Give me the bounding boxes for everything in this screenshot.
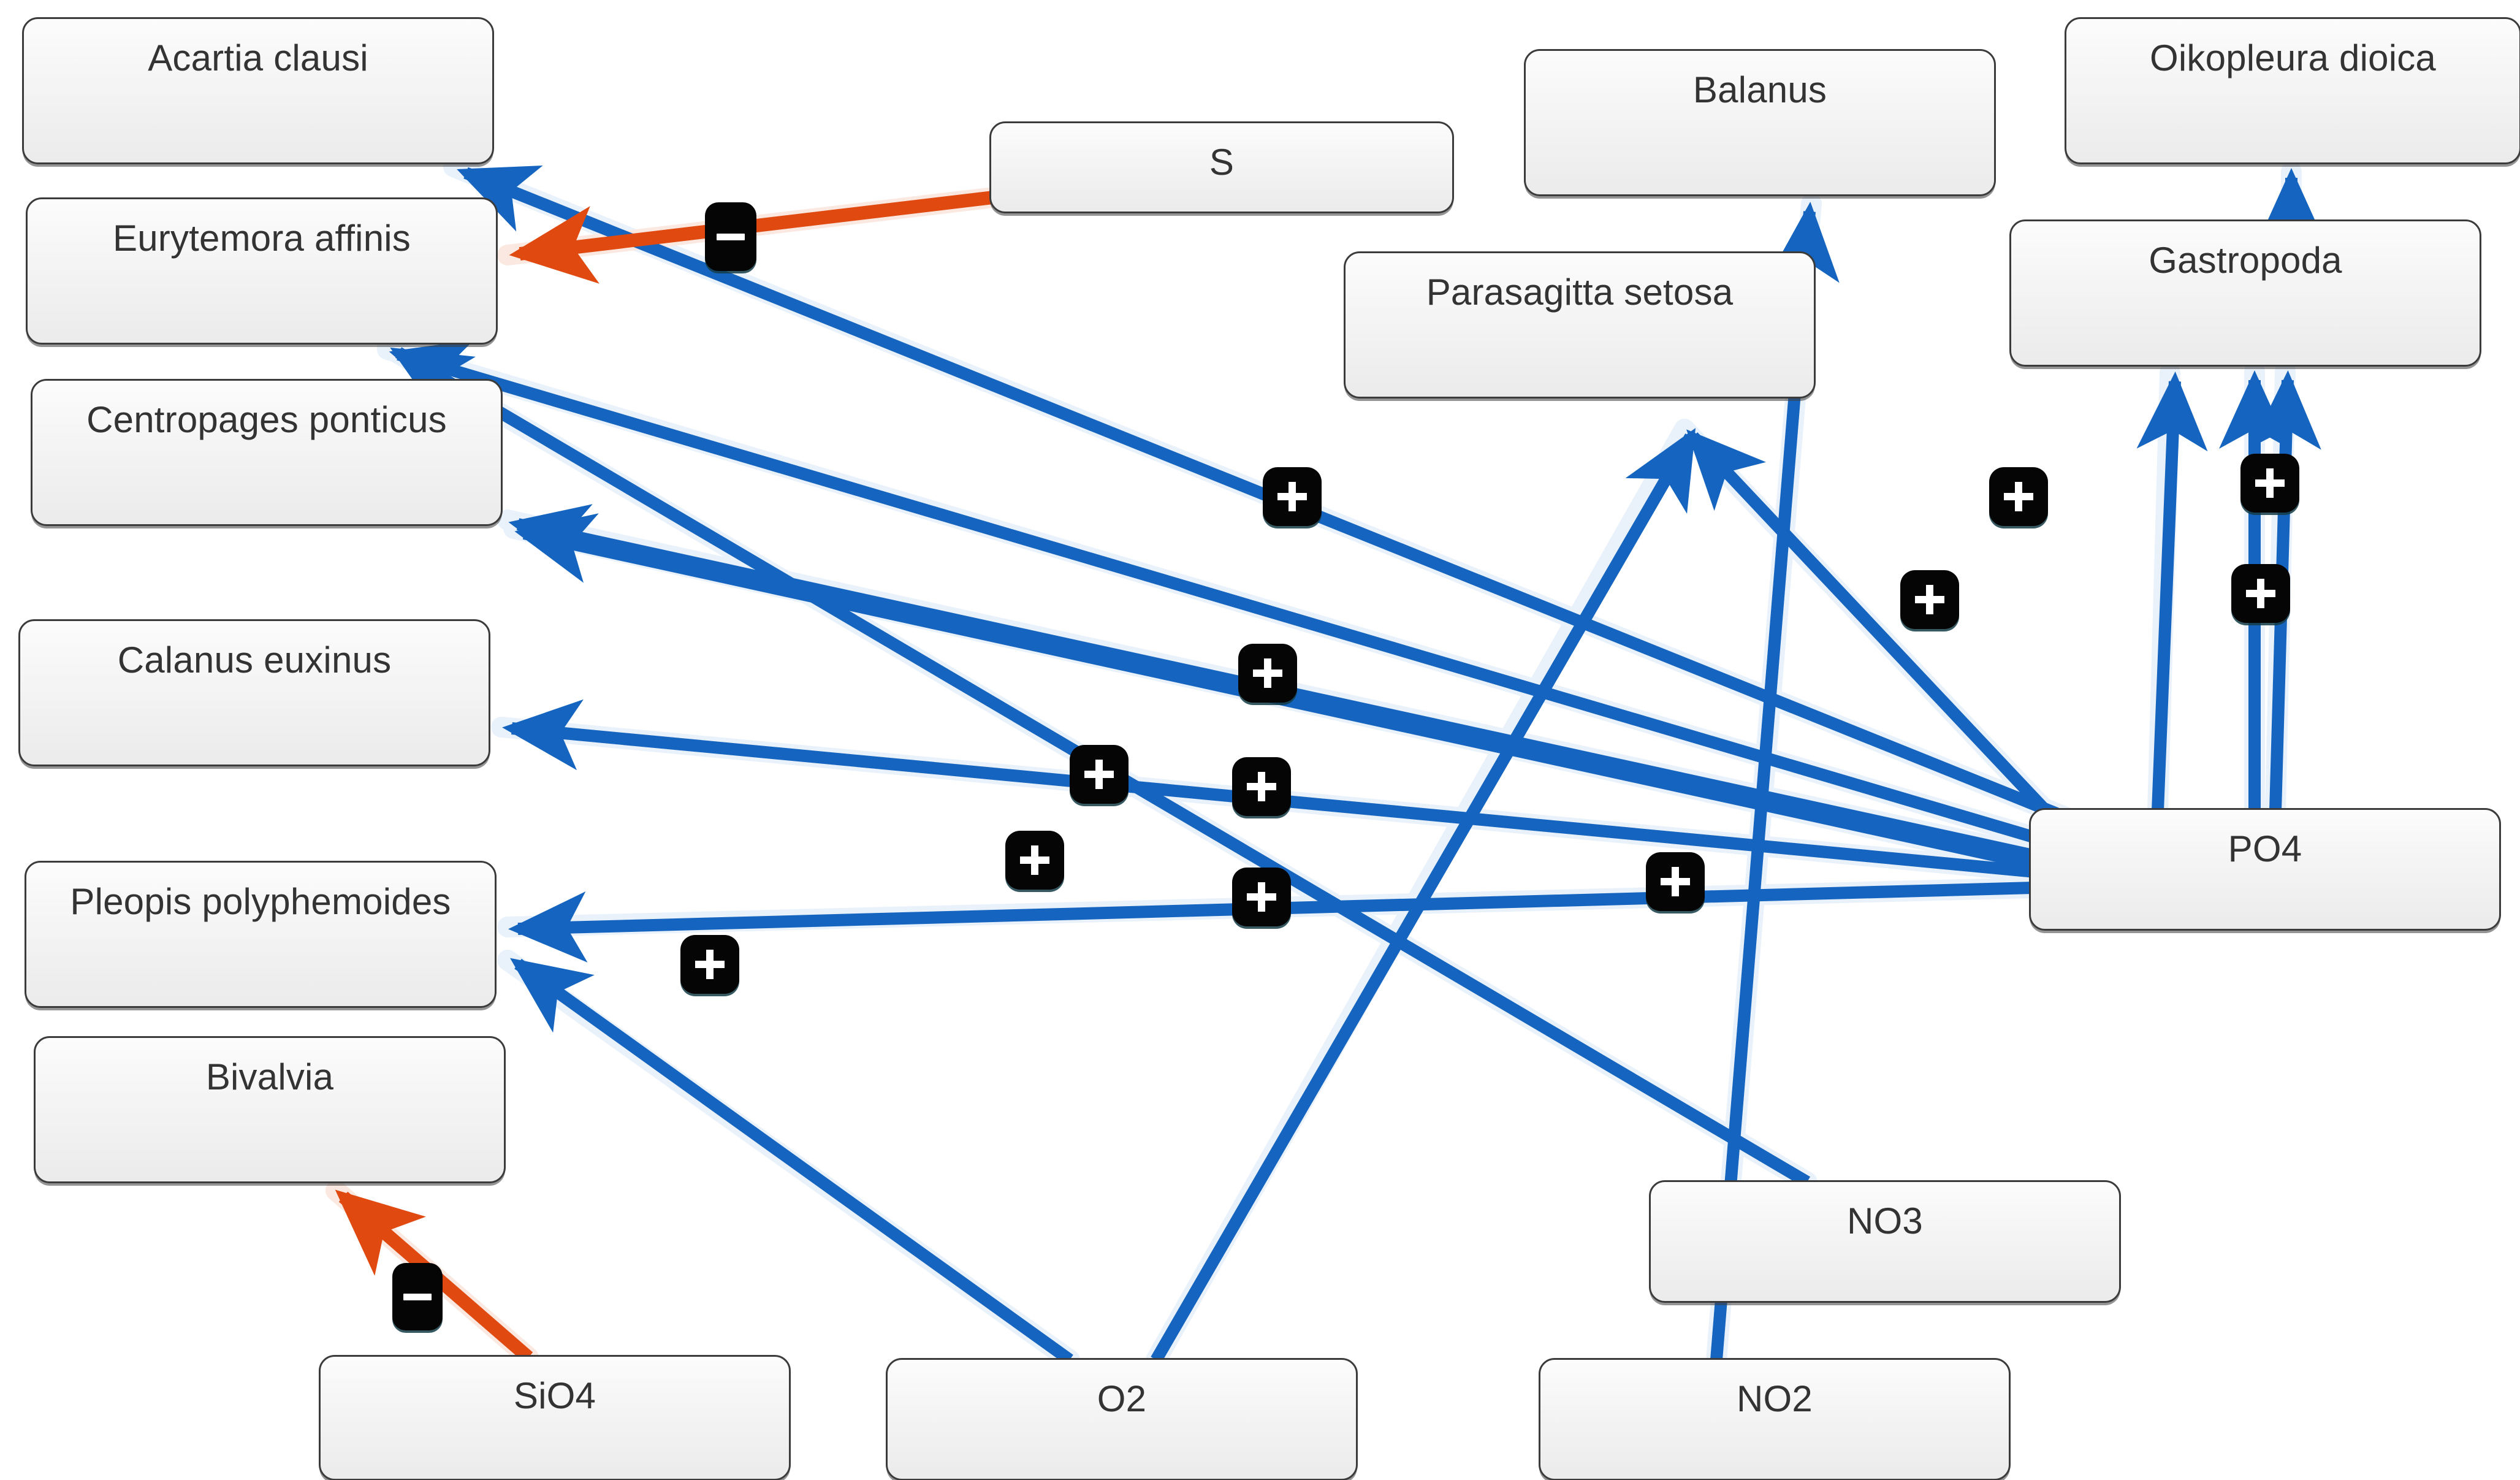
edge-po4-parasagitta — [1686, 429, 2052, 817]
edge-o2-centropages — [510, 958, 1073, 1365]
node-label: Bivalvia — [205, 1056, 334, 1097]
node-label: Balanus — [1692, 69, 1827, 110]
node-label: SiO4 — [513, 1375, 596, 1416]
node-oikopleura-dioica[interactable]: Oikopleura dioica — [2065, 17, 2520, 164]
node-gastropoda[interactable]: Gastropoda — [2009, 219, 2481, 367]
node-eurytemora-affinis[interactable]: Eurytemora affinis — [26, 197, 498, 345]
node-no2[interactable]: NO2 — [1539, 1358, 2011, 1480]
node-label: Acartia clausi — [148, 37, 368, 78]
node-label: Pleopis polyphemoides — [70, 881, 451, 922]
edge-badge-positive-no3-eurytemora[interactable] — [1232, 868, 1291, 926]
node-parasagitta-setosa[interactable]: Parasagitta setosa — [1344, 251, 1816, 399]
edge-badge-positive-o2-centropages[interactable] — [680, 935, 739, 994]
node-label: Gastropoda — [2149, 240, 2342, 281]
edge-badge-positive-po4-calanus[interactable] — [1232, 757, 1291, 816]
node-po4[interactable]: PO4 — [2029, 808, 2501, 931]
edge-po4-eurytemora — [389, 340, 2049, 847]
edge-badge-negative-sio4-bivalvia[interactable] — [392, 1263, 443, 1330]
edge-badge-positive-po4-gastropoda[interactable] — [2240, 454, 2299, 513]
node-bivalvia[interactable]: Bivalvia — [34, 1036, 506, 1183]
edge-badge-positive-o2-calanus[interactable] — [1005, 831, 1064, 890]
edge-badge-positive-po4-acartia[interactable] — [1263, 467, 1322, 526]
node-calanus-euxinus[interactable]: Calanus euxinus — [18, 619, 490, 766]
edge-o2-calanus — [1151, 428, 1696, 1364]
edge-badge-positive-po4-parasagitta[interactable] — [1900, 570, 1959, 629]
edge-badge-positive-no2-balanus[interactable] — [1989, 467, 2048, 526]
node-s[interactable]: S — [989, 121, 1454, 213]
node-label: Oikopleura dioica — [2150, 37, 2436, 78]
edge-badge-negative-s-eurytemora[interactable] — [705, 202, 756, 271]
node-label: Eurytemora affinis — [112, 218, 411, 259]
edge-badge-positive-po4-pleopis[interactable] — [1646, 852, 1705, 911]
node-label: S — [1209, 142, 1235, 183]
node-no3[interactable]: NO3 — [1649, 1180, 2121, 1303]
node-pleopis-polyphemoides[interactable]: Pleopis polyphemoides — [25, 861, 497, 1008]
node-acartia-clausi[interactable]: Acartia clausi — [22, 17, 494, 164]
edge-s-eurytemora — [509, 191, 994, 284]
node-centropages-ponticus[interactable]: Centropages ponticus — [31, 379, 503, 526]
node-label: PO4 — [2228, 828, 2302, 869]
node-label: Calanus euxinus — [117, 639, 392, 681]
node-o2[interactable]: O2 — [886, 1358, 1358, 1480]
edge-badge-positive-po4-oikopleura[interactable] — [2231, 564, 2290, 623]
node-label: Centropages ponticus — [86, 399, 447, 440]
node-label: NO3 — [1847, 1200, 1923, 1242]
edge-badge-positive-po4-centropages[interactable] — [1070, 745, 1129, 804]
edge-po4-gastropoda — [2136, 372, 2208, 811]
node-sio4[interactable]: SiO4 — [319, 1355, 791, 1480]
edge-badge-positive-po4-eurytemora[interactable] — [1238, 644, 1297, 703]
node-balanus[interactable]: Balanus — [1524, 49, 1996, 196]
edge-no2-balanus — [1710, 202, 1840, 1360]
node-label: O2 — [1097, 1378, 1147, 1419]
node-label: NO2 — [1737, 1378, 1813, 1419]
node-label: Parasagitta setosa — [1426, 272, 1734, 313]
